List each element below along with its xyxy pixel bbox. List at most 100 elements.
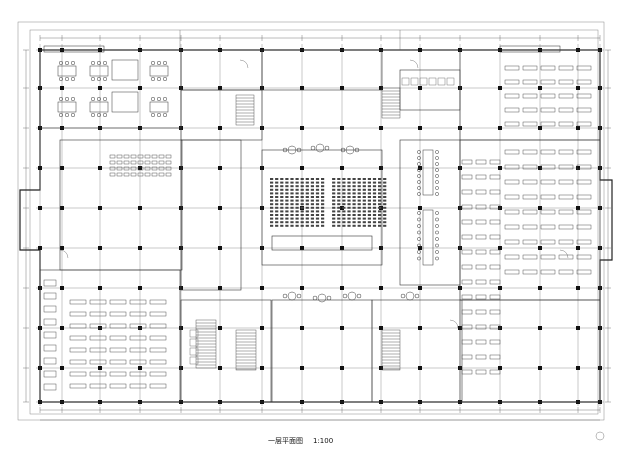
chair [162,76,168,82]
desk-row [137,172,144,177]
auditorium-seating [270,178,387,227]
bookshelf [43,357,57,365]
auditorium-seat [305,185,309,188]
bookshelf [522,149,538,155]
bookshelf [461,174,473,180]
auditorium-seat [280,210,284,213]
chair [417,156,421,160]
bookshelf [558,224,574,230]
auditorium-seat [342,224,346,227]
auditorium-seat [275,188,279,191]
bookshelf [475,279,487,285]
auditorium-seat [357,217,361,220]
column [379,326,383,330]
bookshelf [489,219,501,225]
column [576,206,580,210]
room-outline [39,269,181,403]
desk-row [116,172,123,177]
auditorium-seat [342,181,346,184]
auditorium-seat [337,185,341,188]
lounge-chair [400,293,406,299]
auditorium-seat [285,214,289,216]
bookshelf [129,335,147,341]
lounge-table [287,291,297,301]
auditorium-seat [342,210,346,213]
desk-row [151,160,158,165]
room-outline [180,139,242,291]
bookshelf [558,65,574,71]
room-outline [459,299,601,403]
room-outline [180,89,263,141]
chair [96,76,102,82]
auditorium-seat [337,221,341,224]
bookshelf [540,79,556,85]
chair [64,76,70,82]
auditorium-seat [315,199,320,202]
auditorium-seat [347,199,351,202]
auditorium-seat [275,178,279,180]
bookshelf [489,339,501,345]
desk-row [109,172,116,177]
auditorium-seat [321,199,325,202]
column [538,206,542,210]
restroom-cubicle [446,77,455,86]
bookshelf [149,383,167,389]
door-swing [409,59,419,69]
chair [102,76,108,82]
auditorium-seat [352,196,356,198]
chair [417,168,421,172]
auditorium-seat [285,192,289,195]
bookshelf [522,107,538,113]
chair [156,112,162,118]
auditorium-seat [332,221,336,224]
column [218,366,222,370]
room-partitions [39,49,601,403]
column [340,246,344,250]
auditorium-seat [275,217,279,220]
auditorium-seat [342,217,346,220]
column [418,86,422,90]
auditorium-seat [367,203,371,206]
desk-row [109,160,116,165]
auditorium-seat [372,188,377,191]
column [138,86,142,90]
auditorium-seat [290,221,294,224]
column [60,366,64,370]
lounge-table [315,143,325,153]
auditorium-seat [352,188,356,191]
column [60,286,64,290]
column [379,286,383,290]
auditorium-seat [378,192,382,195]
auditorium-seat [275,185,279,188]
desk-row [151,172,158,177]
bookshelf [129,347,147,353]
auditorium-seat [362,192,366,195]
bookshelf [475,339,487,345]
column [379,86,383,90]
bookshelf [489,234,501,240]
bookshelf [558,239,574,245]
auditorium-seat [367,221,371,224]
bookshelf [89,323,107,329]
auditorium-seat [337,206,341,209]
auditorium-seat [372,185,377,188]
auditorium-seat [378,210,382,213]
auditorium-seat [285,210,289,213]
auditorium-seat [383,178,387,180]
column [418,126,422,130]
room-outline [399,69,461,111]
auditorium-seat [310,224,314,227]
auditorium-seat [342,192,346,195]
bookshelf [576,164,592,170]
bookshelf [89,371,107,377]
auditorium-seat [372,199,377,202]
bookshelf [475,219,487,225]
bookshelf [522,254,538,260]
bookshelf [558,269,574,275]
bookshelf [558,79,574,85]
chair [435,243,439,248]
desk-row [116,154,123,159]
bookshelf [540,194,556,200]
column [300,86,304,90]
auditorium-seat [290,188,294,191]
